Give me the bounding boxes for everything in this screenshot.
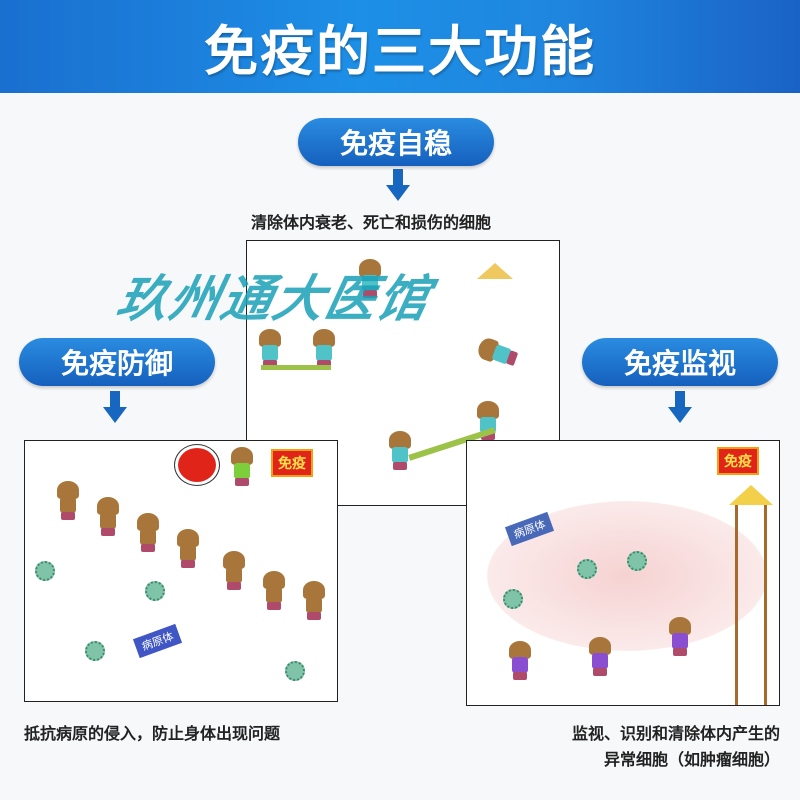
header-banner: 免疫的三大功能 [0,0,800,93]
fallen-soldier [475,334,521,372]
pathogen-banner: 病原体 [132,623,183,659]
soldier-figure [667,617,693,657]
shield-soldier [221,551,247,591]
caption-homeostasis: 清除体内衰老、死亡和损伤的细胞 [251,213,492,232]
caption-defense: 抵抗病原的侵入，防止身体出现问题 [24,724,281,743]
shield-soldier [95,497,121,537]
arrow-down-icon [386,169,410,203]
stretcher [261,365,331,370]
pill-immune-surveillance: 免疫监视 [582,338,778,386]
watchtower-roof [729,485,773,505]
abnormal-cell [627,551,647,571]
pathogen [285,661,305,681]
abnormal-cell [503,589,523,609]
watchtower [735,505,767,705]
arrow-down-icon [668,391,692,425]
shield-soldier [301,581,327,621]
caption-surveillance-line1: 监视、识别和清除体内产生的 [571,724,780,743]
immune-flag: 免疫 [271,449,313,477]
illustration-defense: 免疫 病原体 [24,440,338,702]
drum [175,445,219,485]
soldier-figure [357,259,383,299]
immune-flag: 免疫 [717,447,759,475]
shield-soldier [55,481,81,521]
pathogen [145,581,165,601]
soldier-figure [257,329,283,369]
pathogen [85,641,105,661]
caption-surveillance-line2: 异常细胞（如肿瘤细胞） [603,750,780,769]
shield-soldier [175,529,201,569]
soldier-figure [229,447,255,487]
abnormal-cell [577,559,597,579]
page-title: 免疫的三大功能 [204,20,596,83]
pill-immune-defense: 免疫防御 [19,338,215,386]
shield-soldier [261,571,287,611]
illustration-surveillance: 免疫 病原体 [466,440,780,706]
soldier-figure [507,641,533,681]
hat-figure [477,263,513,279]
soldier-figure [587,637,613,677]
pathogen [35,561,55,581]
shield-soldier [135,513,161,553]
pill-immune-homeostasis: 免疫自稳 [298,118,494,166]
arrow-down-icon [103,391,127,425]
soldier-figure [387,431,413,471]
watermark: 玖州通大医馆 [111,270,437,328]
soldier-figure [311,329,337,369]
